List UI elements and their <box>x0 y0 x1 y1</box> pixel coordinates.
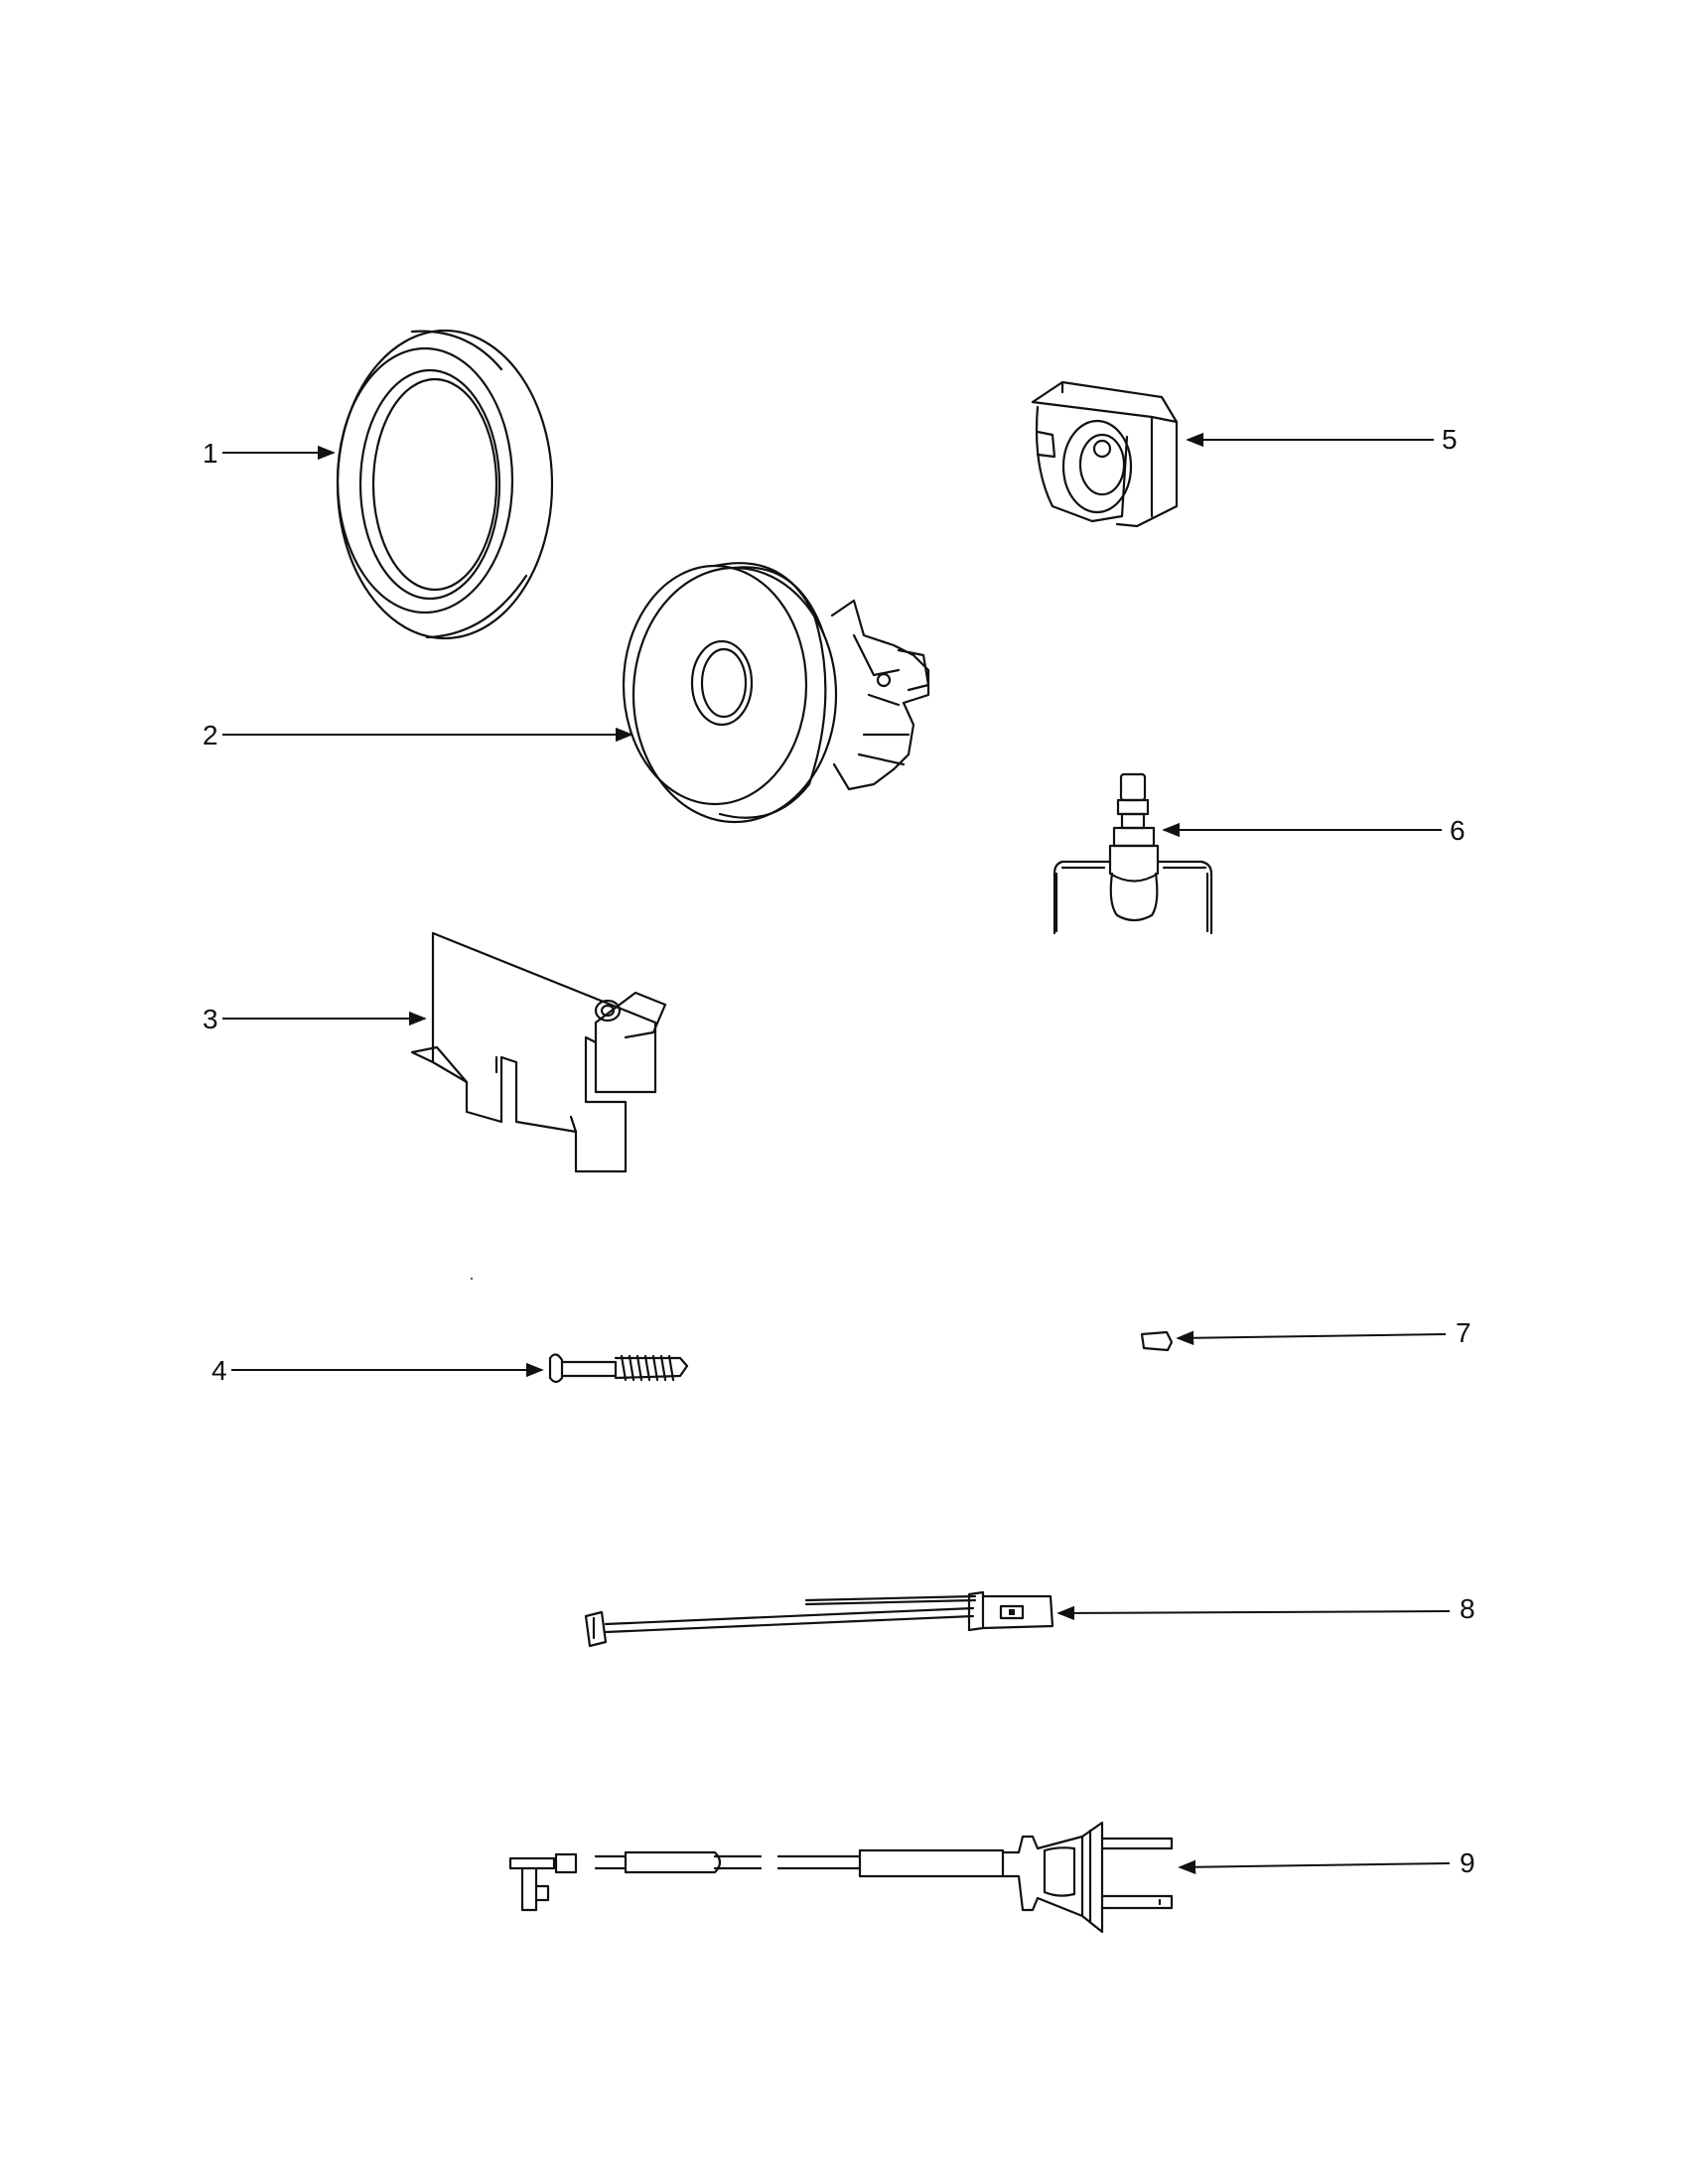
part-2-motor <box>622 562 930 824</box>
part-9-power-cord <box>508 1821 1174 1934</box>
leader-7 <box>1176 1330 1447 1345</box>
callout-1-label: 1 <box>203 438 218 469</box>
callout-4-label: 4 <box>211 1355 227 1386</box>
callout-2-label: 2 <box>203 720 218 751</box>
leader-9 <box>1178 1859 1451 1874</box>
stray-mark <box>471 1278 473 1280</box>
part-3-bracket <box>410 931 667 1173</box>
callout-8-label: 8 <box>1460 1593 1475 1624</box>
part-6-push-switch <box>1052 772 1213 935</box>
callout-3-label: 3 <box>203 1004 218 1034</box>
part-5-switch-housing <box>1031 380 1179 528</box>
callout-9-label: 9 <box>1460 1847 1475 1878</box>
callout-6-label: 6 <box>1450 815 1466 846</box>
part-1-ring <box>336 329 554 640</box>
callout-7-label: 7 <box>1456 1317 1472 1348</box>
leader-8 <box>1056 1605 1451 1621</box>
part-7-cap <box>1140 1330 1174 1352</box>
part-4-screw <box>548 1353 689 1384</box>
callout-5-label: 5 <box>1442 424 1458 455</box>
part-8-wire-harness <box>584 1590 1054 1648</box>
